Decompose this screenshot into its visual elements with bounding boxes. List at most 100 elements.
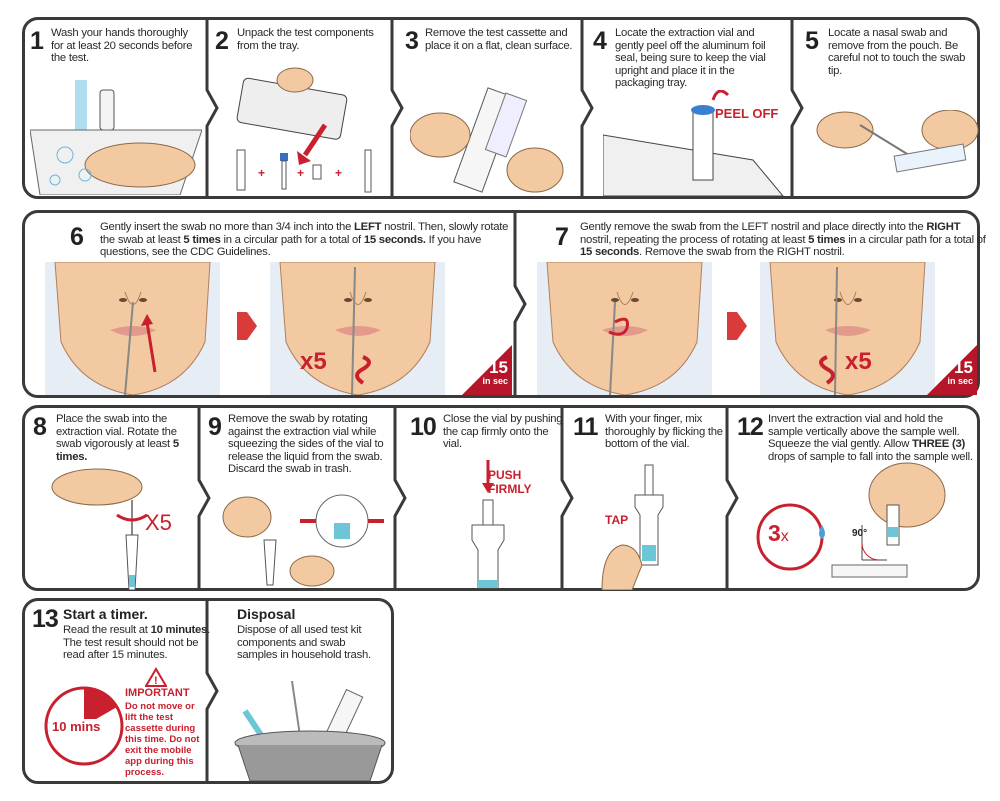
step-number: 8 [33, 413, 47, 441]
text-segment: . Remove the swab from the RIGHT nostril… [639, 246, 845, 259]
step-divider [205, 601, 219, 781]
timer-seconds: 15 [954, 358, 973, 377]
step-divider [197, 408, 211, 588]
step-number: 6 [70, 223, 84, 251]
timer-unit: in sec [482, 376, 508, 386]
svg-text:+: + [297, 166, 304, 180]
svg-text:!: ! [154, 675, 158, 687]
step-number: 9 [208, 413, 222, 441]
step-number: 10 [410, 413, 437, 441]
step-text: Remove the swab by rotating against the … [228, 413, 396, 476]
step-text: With your finger, mix thoroughly by flic… [605, 413, 727, 451]
swab-pouch-illustration [816, 110, 979, 173]
row-steps-8-12: 8 Place the swab into the extraction via… [22, 405, 980, 591]
text-segment: Wash your hands thoroughly for at least … [51, 27, 193, 65]
text-segment: drops of sample to fall into the sample … [768, 450, 973, 463]
emphasis-text: LEFT [354, 221, 382, 233]
svg-text:+: + [335, 166, 342, 180]
timer-seconds: 15 [489, 358, 508, 377]
warning-icon: ! [145, 667, 167, 687]
text-segment: in a circular path for a total of [845, 233, 986, 246]
text-segment: Locate the extraction vial and gently pe… [615, 27, 766, 90]
emphasis-text: 15 seconds [580, 246, 640, 259]
step-divider [205, 20, 219, 196]
face-illustration [44, 262, 221, 395]
timer-unit: in sec [947, 376, 973, 386]
emphasis-text: RIGHT [926, 221, 961, 233]
text-segment: nostril. Then, slowly rotate the swab at… [100, 221, 509, 246]
text-segment: Remove the test cassette and place it on… [425, 27, 573, 52]
text-segment: . The test result should not be read aft… [63, 624, 210, 662]
cassette-illustration [410, 87, 564, 193]
emphasis-text: 5 times [808, 233, 846, 246]
step-title: Start a timer. [63, 606, 148, 622]
step-text: Invert the extraction vial and hold the … [768, 413, 980, 463]
step-number: 3 [405, 27, 419, 55]
rotation-count: x5 [845, 348, 872, 375]
vial-procedure-illustrations [51, 460, 946, 590]
step-number: 13 [32, 605, 59, 633]
text-segment: With your finger, mix thoroughly by flic… [605, 413, 723, 451]
push-firmly-label: PUSH FIRMLY [488, 468, 532, 496]
svg-text:+: + [258, 166, 265, 180]
step-text: Close the vial by pushing the cap firmly… [443, 413, 563, 451]
step-divider [390, 20, 404, 196]
text-segment: Unpack the test components from the tray… [237, 27, 374, 52]
step-text: Unpack the test components from the tray… [237, 27, 387, 52]
text-segment: in a circular path for a total of [220, 233, 364, 246]
step-divider [513, 213, 527, 395]
step-text: Wash your hands thoroughly for at least … [51, 27, 201, 65]
timer-label: 10 mins [50, 719, 103, 734]
times-symbol: x [780, 528, 789, 545]
step-number: 4 [593, 27, 607, 55]
tray-unpack-illustration: + + + [236, 67, 372, 193]
row-steps-1-5: 1 Wash your hands thoroughly for at leas… [22, 17, 980, 199]
text-segment: Read the result at [63, 624, 151, 636]
emphasis-text: 10 minutes [150, 624, 208, 636]
text-segment: Invert the extraction vial and hold the … [768, 413, 960, 451]
text-segment: nostril, repeating the process of rotati… [580, 233, 809, 246]
step-text: Locate a nasal swab and remove from the … [828, 27, 978, 77]
emphasis-text: 15 seconds. [363, 233, 426, 246]
handwashing-illustration [30, 80, 202, 195]
step-text: Remove the test cassette and place it on… [425, 27, 580, 52]
step-text: Place the swab into the extraction vial.… [56, 413, 196, 463]
step-number: 5 [805, 27, 819, 55]
text-segment: Gently insert the swab no more than 3/4 … [100, 221, 355, 233]
text-segment: Close the vial by pushing the cap firmly… [443, 413, 563, 451]
step-divider [790, 20, 804, 196]
emphasis-text: 5 times [183, 233, 221, 246]
disposal-text: Dispose of all used test kit components … [237, 624, 371, 662]
drop-count-badge: 3x [768, 520, 789, 547]
emphasis-text: 5 times. [56, 438, 179, 463]
step-number: 7 [555, 223, 569, 251]
step-text: Gently remove the swab from the LEFT nos… [580, 221, 990, 259]
important-title: IMPORTANT [125, 687, 190, 699]
text-segment: Place the swab into the extraction vial.… [56, 413, 177, 451]
tap-label: TAP [605, 513, 629, 527]
text-segment: Remove the swab by rotating against the … [228, 413, 384, 476]
nasal-swab-illustrations [44, 262, 977, 395]
emphasis-text: THREE (3) [912, 438, 965, 451]
important-text: Do not move or lift the test cassette du… [125, 701, 200, 778]
disposal-title: Disposal [237, 606, 296, 622]
step-number: 12 [737, 413, 764, 441]
row-step-13-disposal: 13 Start a timer. Read the result at 10 … [22, 598, 394, 784]
text-segment: If you have questions, see the CDC Guide… [100, 233, 482, 259]
step-text: Read the result at 10 minutes. The test … [63, 624, 213, 662]
text-segment: Locate a nasal swab and remove from the … [828, 27, 966, 77]
peel-off-label: PEEL OFF [715, 106, 779, 121]
vial-in-tray-illustration [603, 90, 784, 196]
rotation-count: X5 [145, 510, 172, 535]
rotation-count: x5 [300, 348, 327, 375]
step-number: 11 [573, 413, 598, 441]
step-divider [580, 20, 594, 196]
text-segment: Gently remove the swab from the LEFT nos… [580, 221, 927, 233]
face-illustration [536, 262, 713, 395]
step-divider [393, 408, 407, 588]
step-divider [725, 408, 739, 588]
drop-count: 3 [768, 520, 781, 546]
